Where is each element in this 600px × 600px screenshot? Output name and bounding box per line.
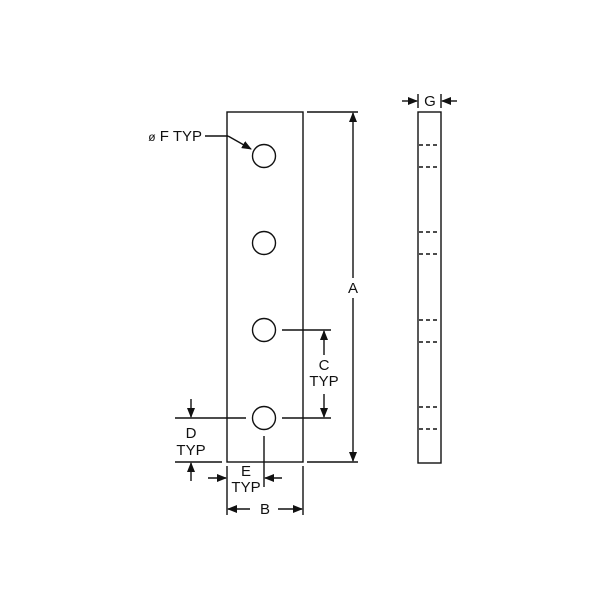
label-f: ø F TYP [148,128,202,145]
dimension-b [227,466,304,515]
hidden-hole-lines [419,144,440,430]
plate-front-view [226,111,304,463]
label-a: A [348,280,358,297]
label-e: E [241,463,251,480]
label-c-typ: TYP [309,373,338,390]
label-c: C [319,357,330,374]
label-d-typ: TYP [176,442,205,459]
dimension-f-leader [205,135,252,150]
hole-3 [251,317,277,343]
dimension-g [402,94,457,108]
hole-1 [251,143,277,169]
label-g: G [424,93,436,110]
dimension-a [307,111,358,463]
dimension-c [282,329,331,419]
label-e-typ: TYP [231,479,260,496]
hole-2 [251,230,277,256]
dimension-d [175,399,246,481]
hole-4 [251,405,277,431]
label-b: B [260,501,270,518]
plate-side-view [417,111,442,464]
label-d: D [186,425,197,442]
